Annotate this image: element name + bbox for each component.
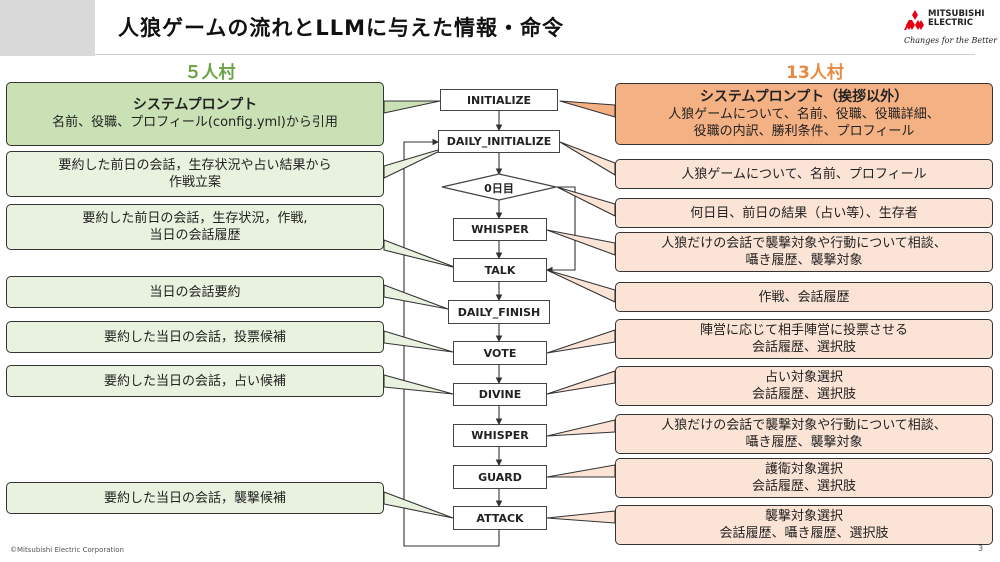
callout-line: 作戦立案 bbox=[168, 175, 221, 190]
flow-node-talk: TALK bbox=[453, 258, 547, 282]
callout-line: 会話履歴、囁き履歴、選択肢 bbox=[719, 526, 889, 541]
left-callout-divine: 要約した当日の会話，占い候補 bbox=[6, 365, 384, 397]
callout-line: 人狼だけの会話で襲撃対象や行動について相談、 bbox=[661, 236, 947, 251]
callout-line: 護衛対象選択 bbox=[764, 462, 843, 477]
right-callout-vote: 陣営に応じて相手陣営に投票させる 会話履歴、選択肢 bbox=[615, 319, 993, 359]
right-callout-guard: 護衛対象選択 会話履歴、選択肢 bbox=[615, 458, 993, 498]
left-callout-vote: 要約した当日の会話，投票候補 bbox=[6, 321, 384, 353]
flow-decision-day0-label: 0日目 bbox=[484, 182, 514, 195]
callout-line: 要約した前日の会話，生存状況，作戦, bbox=[82, 211, 308, 226]
flow-node-daily-initialize: DAILY_INITIALIZE bbox=[438, 130, 560, 153]
flow-node-whisper-1: WHISPER bbox=[453, 218, 547, 241]
right-callout-daily-initialize: 人狼ゲームについて、名前、プロフィール bbox=[615, 159, 993, 189]
callout-line: 人狼ゲームについて、名前、プロフィール bbox=[681, 166, 927, 182]
callout-line: 要約した当日の会話，襲撃候補 bbox=[103, 490, 286, 506]
callout-line: 何日目、前日の結果（占い等）、生存者 bbox=[690, 205, 918, 221]
right-callout-whisper-2: 人狼だけの会話で襲撃対象や行動について相談、 囁き履歴、襲撃対象 bbox=[615, 414, 993, 454]
callout-line: 当日の会話履歴 bbox=[149, 228, 241, 243]
right-callout-talk: 作戦、会話履歴 bbox=[615, 282, 993, 312]
right-callout-attack: 襲撃対象選択 会話履歴、囁き履歴、選択肢 bbox=[615, 505, 993, 545]
left-header: ５人村 bbox=[184, 63, 236, 83]
page-number: 3 bbox=[978, 544, 984, 553]
callout-line: 要約した当日の会話，占い候補 bbox=[103, 373, 286, 389]
callout-line: 人狼ゲームについて、名前、役職、役職詳細、 bbox=[668, 106, 940, 122]
diamond-logo-icon bbox=[904, 10, 924, 30]
callout-line: 当日の会話要約 bbox=[149, 284, 241, 300]
right-system-prompt-heading: システムプロンプト（挨拶以外） bbox=[699, 88, 909, 105]
right-system-prompt-box: システムプロンプト（挨拶以外） 人狼ゲームについて、名前、役職、役職詳細、 役職… bbox=[615, 83, 993, 145]
callout-line: 陣営に応じて相手陣営に投票させる bbox=[699, 323, 908, 338]
left-callout-daily-finish: 当日の会話要約 bbox=[6, 276, 384, 308]
left-system-prompt-box: システムプロンプト 名前、役職、プロフィール(config.yml)から引用 bbox=[6, 82, 384, 146]
callout-line: 囁き履歴、襲撃対象 bbox=[745, 253, 863, 268]
callout-line: 占い対象選択 bbox=[764, 370, 843, 385]
copyright-footer: ©Mitsubishi Electric Corporation bbox=[10, 546, 124, 554]
flow-node-guard: GUARD bbox=[453, 465, 547, 489]
left-system-prompt-heading: システムプロンプト bbox=[132, 97, 258, 113]
left-system-prompt-text: 名前、役職、プロフィール(config.yml)から引用 bbox=[52, 115, 338, 130]
callout-line: 要約した当日の会話，投票候補 bbox=[103, 329, 286, 345]
callout-line: 役職の内訳、勝利条件、プロフィール bbox=[693, 123, 915, 139]
header-divider bbox=[95, 54, 975, 55]
left-callout-talk: 要約した前日の会話，生存状況，作戦, 当日の会話履歴 bbox=[6, 204, 384, 250]
callout-line: 作戦、会話履歴 bbox=[758, 289, 850, 305]
flow-node-whisper-2: WHISPER bbox=[453, 424, 547, 447]
header-band bbox=[0, 0, 95, 56]
flow-node-vote: VOTE bbox=[453, 341, 547, 365]
day0-decision-diamond bbox=[441, 173, 557, 201]
callout-line: 囁き履歴、襲撃対象 bbox=[745, 435, 863, 450]
callout-line: 会話履歴、選択肢 bbox=[751, 340, 856, 355]
callout-line: 要約した前日の会話，生存状況や占い結果から bbox=[58, 158, 332, 173]
logo-line1: MITSUBISHI bbox=[928, 9, 985, 19]
callout-line: 会話履歴、選択肢 bbox=[751, 479, 856, 494]
logo-line2: ELECTRIC bbox=[928, 18, 974, 28]
flow-node-divine: DIVINE bbox=[453, 383, 547, 406]
callout-line: 襲撃対象選択 bbox=[764, 509, 843, 524]
callout-line: 人狼だけの会話で襲撃対象や行動について相談、 bbox=[661, 418, 947, 433]
page-title: 人狼ゲームの流れとLLMに与えた情報・命令 bbox=[118, 16, 565, 40]
right-callout-day0: 何日目、前日の結果（占い等）、生存者 bbox=[615, 198, 993, 228]
right-callout-whisper-1: 人狼だけの会話で襲撃対象や行動について相談、 囁き履歴、襲撃対象 bbox=[615, 232, 993, 272]
left-callout-attack: 要約した当日の会話，襲撃候補 bbox=[6, 482, 384, 514]
flow-node-initialize: INITIALIZE bbox=[440, 89, 558, 111]
logo-tagline: Changes for the Better bbox=[904, 36, 998, 45]
company-logo: MITSUBISHI ELECTRIC Changes for the Bett… bbox=[904, 8, 998, 48]
flow-node-daily-finish: DAILY_FINISH bbox=[448, 300, 550, 324]
flow-node-attack: ATTACK bbox=[453, 506, 547, 530]
right-callout-divine: 占い対象選択 会話履歴、選択肢 bbox=[615, 366, 993, 406]
right-header: 13人村 bbox=[786, 63, 844, 83]
callout-line: 会話履歴、選択肢 bbox=[751, 387, 856, 402]
left-callout-daily-initialize: 要約した前日の会話，生存状況や占い結果から 作戦立案 bbox=[6, 151, 384, 197]
